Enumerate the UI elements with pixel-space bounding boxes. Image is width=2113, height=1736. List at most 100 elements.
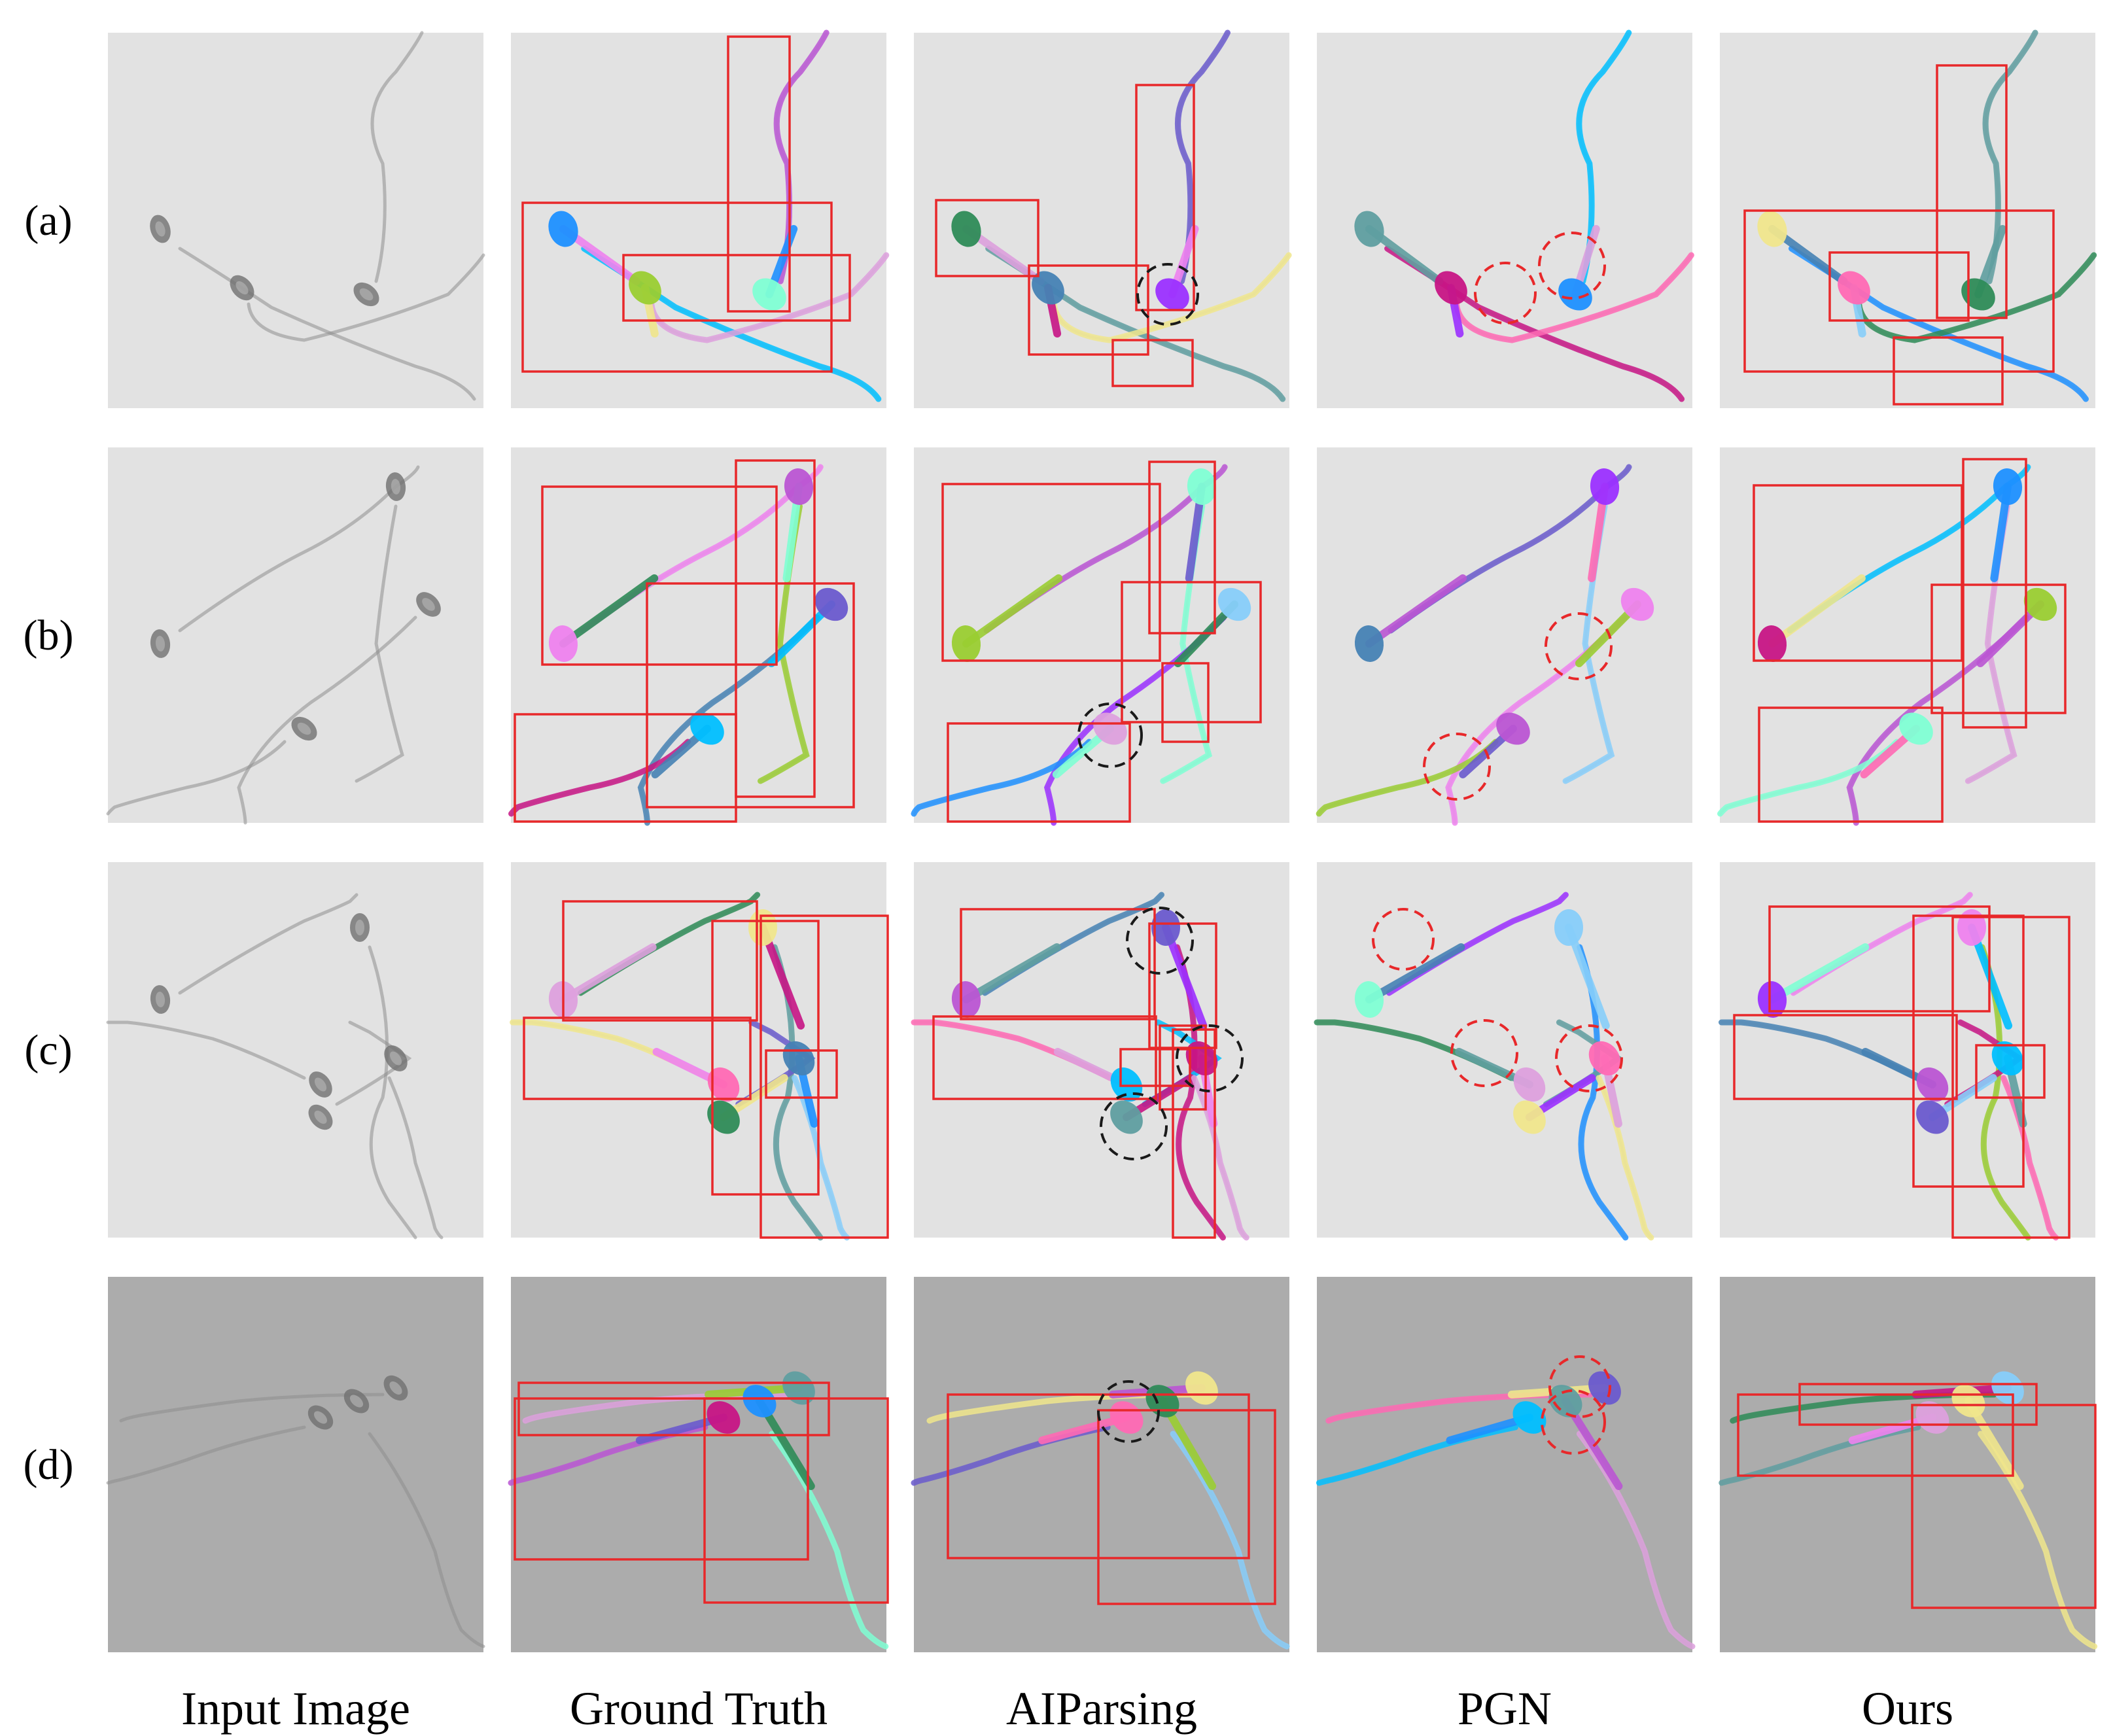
instance-box: [646, 582, 855, 808]
sperm-head-segment: [1588, 1371, 1621, 1405]
instance-box: [521, 201, 833, 373]
sperm-head-segment: [1991, 1371, 2024, 1405]
instance-box: [517, 1381, 830, 1436]
sperm-head-core: [314, 1077, 327, 1092]
sperm-head-segment: [1899, 712, 1933, 745]
instance-box: [1135, 84, 1195, 311]
sperm-head-core: [236, 281, 249, 295]
panel-c-pgn: [1314, 862, 1692, 1241]
instance-box: [1758, 706, 1944, 823]
sperm-head-core: [155, 992, 166, 1007]
panel-shade: [914, 862, 1289, 1238]
sperm-head-segment: [548, 211, 578, 247]
instance-box: [1912, 914, 2025, 1188]
panel-b-ours: [1717, 447, 2095, 826]
error-circle: [1136, 263, 1199, 326]
sperm-head-segment: [1354, 981, 1384, 1018]
sperm-tail: [178, 893, 358, 995]
sperm-tail-segment: [1717, 738, 1900, 817]
instance-box: [562, 900, 758, 1022]
sperm-head-segment: [1354, 211, 1384, 247]
sperm-head-segment: [548, 625, 578, 662]
sperm-head-segment: [784, 468, 814, 505]
sperm-head-segment: [1185, 1371, 1218, 1405]
sperm-head-segment: [1110, 1100, 1143, 1134]
sperm-head-core: [349, 1395, 364, 1408]
sperm-head-segment: [707, 1067, 740, 1102]
error-circle: [1548, 1355, 1611, 1418]
sperm-head-core: [313, 1411, 328, 1424]
error-circle: [1176, 1024, 1244, 1092]
instance-box: [1936, 64, 2008, 319]
instance-box: [541, 485, 778, 666]
instance-box: [1737, 1393, 2014, 1477]
instance-box: [523, 1016, 752, 1100]
sperm-tail-segment: [648, 252, 890, 343]
instance-box: [1975, 1044, 2046, 1099]
sperm-tail-segment: [911, 738, 1092, 817]
sperm-tail-segment: [1051, 252, 1292, 343]
instance-box: [960, 908, 1156, 1020]
row-label-b: (b): [24, 612, 74, 659]
error-circle: [1100, 1092, 1168, 1160]
panel-shade: [1720, 1277, 2095, 1652]
panel-b-aiparsing: [911, 447, 1289, 826]
instance-box: [622, 254, 851, 322]
sperm-head-segment: [629, 271, 661, 305]
sperm-tail: [387, 1076, 444, 1240]
panel-a-gt: [511, 29, 890, 408]
sperm-head-core: [355, 920, 364, 935]
sperm-head-segment: [690, 712, 724, 745]
panel-c-aiparsing: [911, 862, 1289, 1241]
column-label-input: Input Image: [181, 1682, 410, 1735]
sperm-tail: [106, 1020, 306, 1080]
sperm-head-segment: [2023, 587, 2057, 621]
row-label-c: (c): [24, 1026, 72, 1074]
sperm-head-segment: [1155, 278, 1189, 311]
sperm-tail: [106, 740, 287, 816]
error-circle: [1555, 1024, 1623, 1092]
sperm-head-segment: [1187, 468, 1217, 505]
sperm-head-core: [389, 1381, 402, 1395]
instance-box: [1733, 1014, 1958, 1100]
instance-box: [760, 914, 889, 1239]
panel-grid: [106, 29, 2098, 1652]
sperm-head-core: [359, 288, 374, 301]
panel-d-pgn: [1316, 1277, 1696, 1652]
error-circle: [1372, 908, 1435, 971]
instance-box: [1768, 905, 1991, 1013]
instance-box: [1930, 583, 2067, 714]
instance-box: [941, 483, 1161, 662]
column-label-pgn: PGN: [1458, 1682, 1552, 1735]
sperm-head-segment: [1991, 1041, 2024, 1076]
error-circle: [1538, 232, 1606, 300]
sperm-head-segment: [1620, 587, 1654, 621]
sperm-head-segment: [1951, 1385, 1985, 1417]
row-label-a: (a): [24, 197, 72, 245]
instance-box: [703, 1397, 889, 1604]
sperm-tail: [355, 504, 404, 783]
sperm-head-segment: [1435, 271, 1467, 305]
instance-box: [947, 722, 1131, 823]
instance-box: [1111, 339, 1194, 387]
instance-box: [514, 1397, 809, 1561]
panel-shade: [1317, 1277, 1692, 1652]
row-labels: (a) (b) (c) (d): [24, 197, 74, 1489]
row-label-d: (d): [24, 1441, 74, 1489]
sperm-tail: [119, 1393, 385, 1423]
panel-shade: [1317, 862, 1692, 1238]
panel-c-input: [106, 862, 483, 1240]
sperm-head-core: [391, 479, 401, 495]
instance-box: [1828, 251, 1970, 322]
sperm-head-segment: [742, 1385, 777, 1417]
sperm-tail-segment: [1577, 944, 1629, 1241]
sperm-head-segment: [1185, 1041, 1218, 1076]
sperm-head-core: [389, 1051, 402, 1066]
sperm-head-segment: [1512, 1401, 1546, 1434]
instance-box: [935, 199, 1039, 277]
sperm-tail: [368, 1432, 485, 1648]
error-circle: [1126, 907, 1194, 975]
instance-box: [932, 1015, 1157, 1100]
sperm-head-core: [155, 221, 166, 237]
